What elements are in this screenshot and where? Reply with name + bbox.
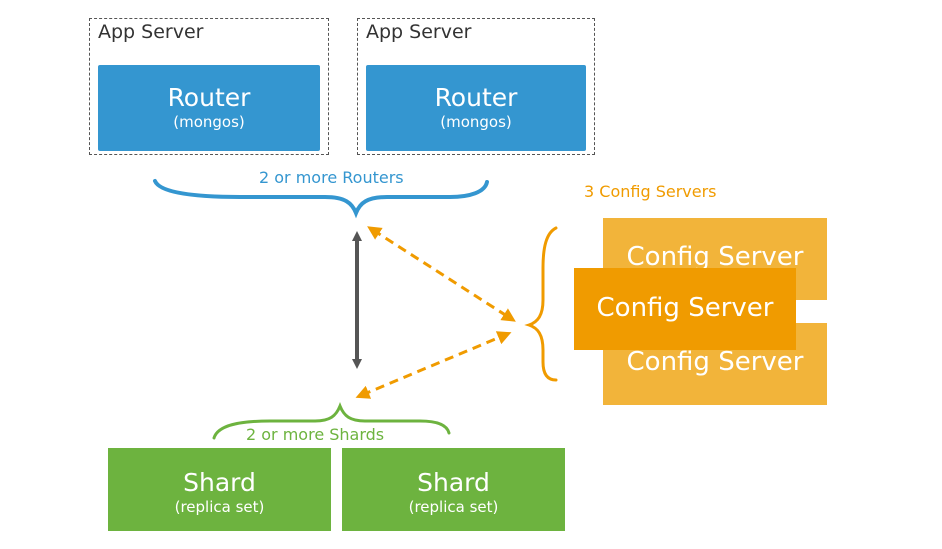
router-title: Router bbox=[434, 83, 518, 112]
router-box[interactable]: Router (mongos) bbox=[366, 65, 586, 151]
app-server-1: App Server Router (mongos) bbox=[89, 18, 329, 155]
app-server-label: App Server bbox=[366, 21, 472, 43]
shard-subtitle: (replica set) bbox=[174, 498, 265, 516]
router-subtitle: (mongos) bbox=[440, 113, 512, 131]
config-server-label: Config Server bbox=[626, 242, 804, 272]
app-server-2: App Server Router (mongos) bbox=[357, 18, 595, 155]
routers-caption: 2 or more Routers bbox=[259, 168, 404, 187]
config-server-box-primary[interactable]: Config Server bbox=[574, 268, 796, 350]
shard-box[interactable]: Shard (replica set) bbox=[342, 448, 565, 531]
config-brace bbox=[524, 226, 558, 382]
config-server-label: Config Server bbox=[626, 347, 804, 377]
shard-config-arrow bbox=[355, 331, 512, 399]
routers-brace bbox=[153, 179, 489, 219]
shard-box[interactable]: Shard (replica set) bbox=[108, 448, 331, 531]
app-server-label: App Server bbox=[98, 21, 204, 43]
router-config-arrow bbox=[367, 226, 516, 322]
shards-brace bbox=[212, 401, 451, 440]
shard-title: Shard bbox=[417, 468, 490, 497]
shards-caption: 2 or more Shards bbox=[246, 425, 385, 444]
config-caption: 3 Config Servers bbox=[584, 182, 717, 201]
router-subtitle: (mongos) bbox=[173, 113, 245, 131]
shard-title: Shard bbox=[183, 468, 256, 497]
router-title: Router bbox=[167, 83, 251, 112]
config-server-label: Config Server bbox=[596, 293, 774, 323]
shard-subtitle: (replica set) bbox=[408, 498, 499, 516]
router-box[interactable]: Router (mongos) bbox=[98, 65, 320, 151]
